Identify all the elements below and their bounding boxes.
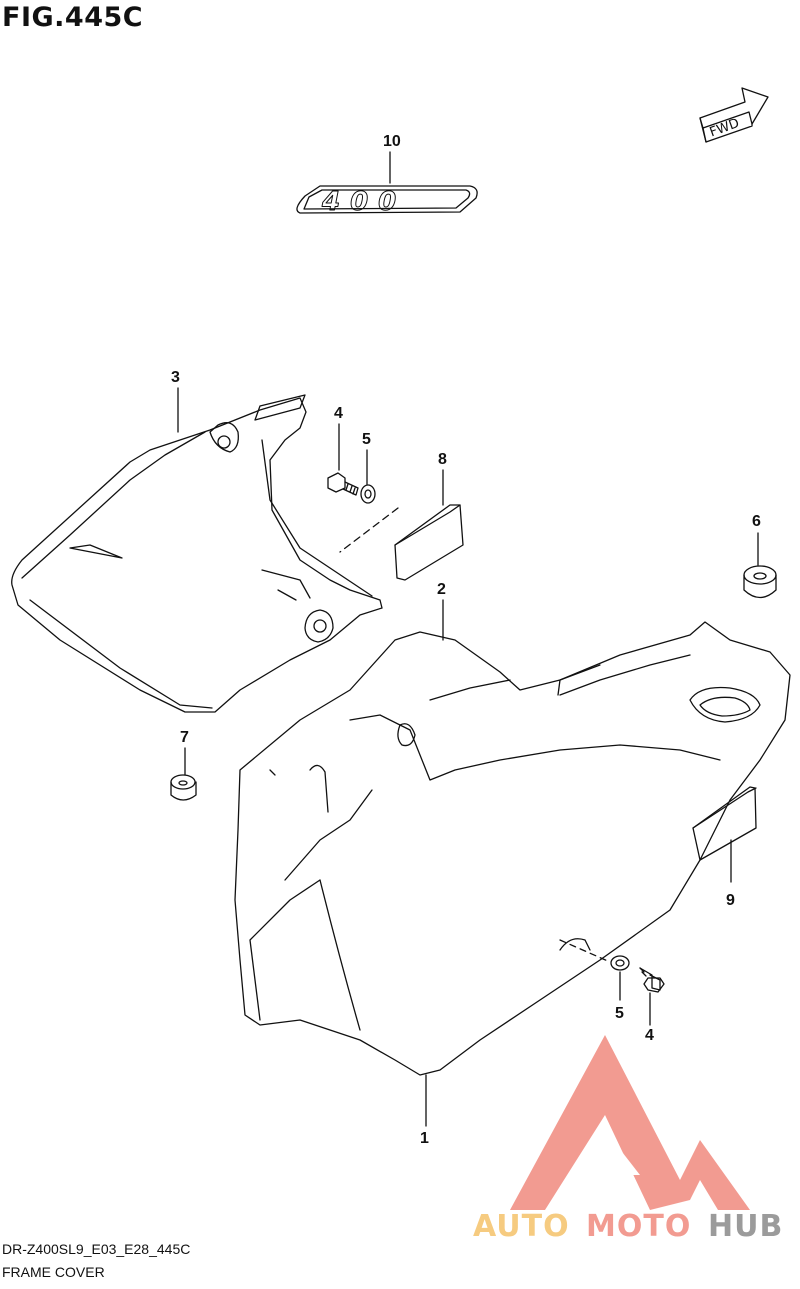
emblem-text: 400 bbox=[321, 187, 406, 217]
callout-5-bottom: 5 bbox=[615, 1005, 624, 1022]
dash-line-top bbox=[339, 507, 399, 553]
bolt-top-icon bbox=[327, 472, 359, 496]
callout-4-top: 4 bbox=[334, 405, 343, 422]
callout-8: 8 bbox=[438, 451, 447, 468]
callout-2: 2 bbox=[437, 581, 446, 598]
grommet-part-7 bbox=[170, 774, 197, 801]
bolt-bottom-icon bbox=[639, 967, 665, 993]
washer-bottom-icon bbox=[610, 955, 630, 971]
fwd-arrow-icon: FWD bbox=[699, 87, 769, 143]
watermark-moto: MOTO bbox=[586, 1209, 691, 1244]
frame-cover-right bbox=[234, 621, 791, 1076]
pad-part-9 bbox=[692, 786, 757, 861]
emblem-400: 400 bbox=[296, 185, 478, 218]
grommet-part-6 bbox=[743, 565, 777, 599]
callout-5-top: 5 bbox=[362, 431, 371, 448]
callout-7: 7 bbox=[180, 729, 189, 746]
section-name: FRAME COVER bbox=[2, 1264, 105, 1280]
callout-3: 3 bbox=[171, 369, 180, 386]
watermark-logo: AUTO MOTO HUB bbox=[473, 1035, 783, 1244]
watermark-auto: AUTO bbox=[473, 1209, 570, 1244]
callout-1: 1 bbox=[420, 1130, 429, 1147]
watermark-hub: HUB bbox=[708, 1209, 783, 1244]
callout-6: 6 bbox=[752, 513, 761, 530]
callout-10: 10 bbox=[383, 133, 401, 150]
figure-title: FIG.445C bbox=[2, 2, 144, 33]
frame-cover-left bbox=[11, 394, 383, 713]
dash-line-bottom bbox=[559, 939, 611, 963]
callout-4-bottom: 4 bbox=[645, 1027, 654, 1044]
washer-top-icon bbox=[360, 484, 376, 504]
model-code: DR-Z400SL9_E03_E28_445C bbox=[2, 1241, 191, 1257]
pad-part-8 bbox=[394, 504, 464, 581]
callout-9: 9 bbox=[726, 892, 735, 909]
